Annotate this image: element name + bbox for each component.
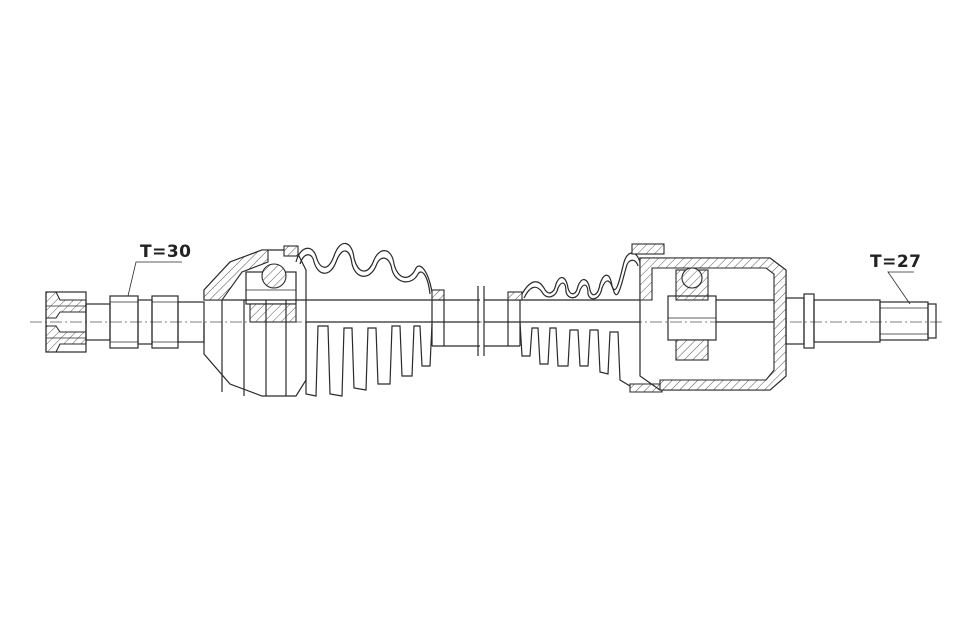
left-stub-shaft	[45, 261, 205, 353]
inner-cv-joint	[639, 257, 787, 391]
center-shaft	[306, 286, 640, 356]
left-spline-label: T=30	[140, 242, 192, 262]
left-spline-leader	[127, 261, 182, 297]
outer-cv-joint	[203, 249, 307, 397]
right-spline-leader	[887, 271, 914, 305]
right-spline-label: T=27	[870, 252, 922, 272]
right-stub-shaft	[785, 271, 937, 349]
outer-boot	[283, 242, 445, 397]
